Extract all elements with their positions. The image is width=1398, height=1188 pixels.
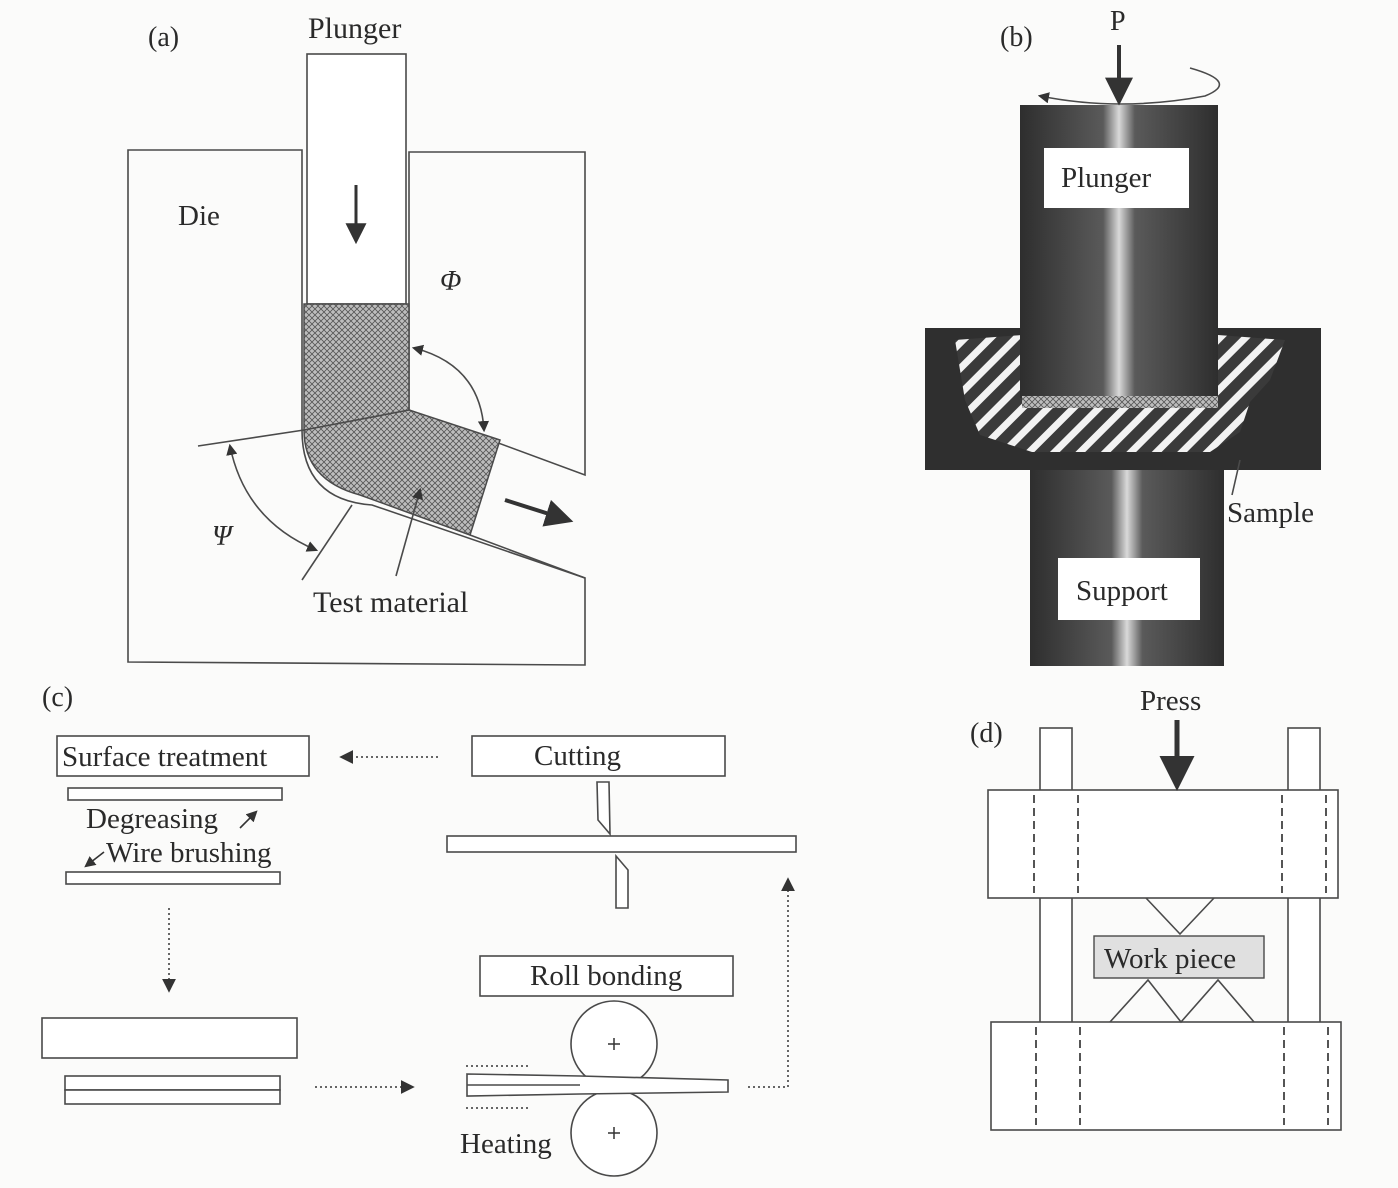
lower-blade	[615, 853, 629, 909]
roll-bonding-box	[479, 955, 734, 997]
work-piece-box	[1093, 935, 1265, 979]
plunger-label-box-b	[1044, 148, 1189, 208]
sample-hatch	[955, 335, 1285, 452]
panel-d-tag: (d)	[970, 718, 1003, 749]
surface-treatment-box	[56, 735, 310, 777]
surface-treatment-label: Surface treatment	[62, 741, 267, 773]
cutting-sheet	[446, 835, 797, 853]
cutting-box	[471, 735, 726, 777]
wire-brushing-label: Wire brushing	[106, 837, 272, 869]
test-material-shape	[303, 303, 501, 536]
exit-arrow	[504, 498, 574, 527]
panel-a: (a) Plunger Die Φ Ψ Test material	[127, 12, 586, 666]
upper-roll-center-icon	[608, 1038, 620, 1050]
stack-plate-bottom	[64, 1089, 281, 1105]
cutting-label: Cutting	[534, 740, 621, 772]
psi-reference-line	[197, 429, 305, 447]
sheet-bottom	[65, 871, 281, 885]
sample-label: Sample	[1227, 497, 1314, 529]
bonding-strip	[466, 1073, 729, 1097]
upper-v-die	[1145, 897, 1215, 936]
channel-lower-wall	[469, 534, 586, 579]
panel-d: (d) Press Work piece	[970, 685, 1342, 1131]
column-bores	[1033, 795, 1329, 1125]
degreasing-label: Degreasing	[86, 803, 218, 835]
lower-roll-center-icon	[608, 1127, 620, 1139]
roll-bonding-label: Roll bonding	[530, 960, 682, 992]
plunger-label-a: Plunger	[308, 12, 401, 45]
plunger-label-b: Plunger	[1061, 162, 1152, 194]
shear-plane	[303, 409, 410, 431]
panel-a-tag: (a)	[148, 22, 179, 53]
degreasing-arrow	[239, 810, 258, 829]
force-label: P	[1110, 6, 1126, 37]
phi-label: Φ	[440, 266, 461, 297]
work-piece-label: Work piece	[1104, 943, 1236, 975]
die-outline	[127, 149, 586, 666]
panel-c: (c) Surface treatment Degreasing Wire br…	[41, 682, 797, 1177]
sample-pointer	[1231, 459, 1241, 496]
stack-plate-top	[41, 1017, 298, 1059]
panel-c-tag: (c)	[42, 682, 73, 713]
wire-brushing-arrow	[84, 851, 105, 868]
panel-b: (b) P Plunger Sample Support	[925, 6, 1321, 666]
rotation-arrow	[1037, 67, 1221, 105]
support-label: Support	[1076, 575, 1168, 607]
plunger-a	[306, 53, 407, 305]
support-label-box	[1058, 558, 1200, 620]
die-label: Die	[178, 200, 220, 232]
upper-blade	[596, 781, 611, 837]
panel-b-tag: (b)	[1000, 22, 1033, 53]
psi-reference-line-2	[301, 504, 353, 581]
phi-angle-arc	[411, 344, 490, 433]
press-label: Press	[1140, 685, 1201, 717]
sample-layer	[1022, 396, 1218, 408]
test-material-pointer	[395, 487, 423, 577]
arrow-roll-up-to-cutting	[748, 877, 795, 1088]
test-material-label: Test material	[313, 586, 468, 619]
psi-angle-arc	[226, 443, 319, 552]
lower-platen	[990, 1021, 1342, 1131]
upper-platen	[987, 789, 1339, 899]
psi-label: Ψ	[212, 521, 234, 552]
stack-plate-mid	[64, 1075, 281, 1091]
sheet-top	[67, 787, 283, 801]
lower-w-die	[1109, 978, 1255, 1024]
heating-label: Heating	[460, 1128, 552, 1160]
